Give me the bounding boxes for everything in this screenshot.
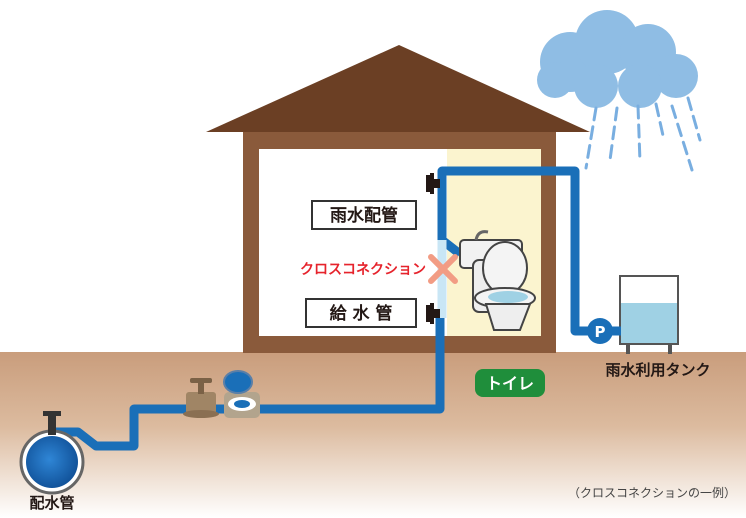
roof: [206, 45, 590, 132]
cross-connection-label: クロスコネクション: [300, 262, 426, 278]
rainwater-valve-icon: [426, 173, 440, 194]
x-mark-icon: [428, 254, 458, 284]
toilet-icon: [459, 230, 536, 331]
pipes: [52, 166, 600, 451]
distribution-main: [19, 411, 85, 495]
rainwater-pipe-label-box: [311, 200, 417, 230]
water-supply-pipe-label: 給 水 管: [330, 303, 393, 324]
water-meter-icon: [223, 370, 260, 418]
rain-cloud-icon: [537, 10, 702, 172]
rainwater-tank: [612, 275, 679, 354]
rainwater-tank-label: 雨水利用タンク: [605, 361, 710, 379]
faucet-valve-icon: [183, 378, 219, 418]
water-supply-pipe-line: [52, 318, 445, 451]
rainwater-pipe-label: 雨水配管: [330, 205, 398, 226]
toilet-label: トイレ: [486, 374, 534, 393]
supply-valve-icon: [426, 303, 440, 324]
pump-icon: P: [587, 318, 613, 344]
caption: （クロスコネクションの一例）: [568, 486, 736, 500]
water-supply-pipe-label-box: [305, 298, 417, 328]
distribution-main-label: 配水管: [29, 494, 74, 512]
toilet-badge: [475, 369, 545, 397]
pump-label: P: [595, 323, 606, 341]
ground: [0, 352, 746, 518]
